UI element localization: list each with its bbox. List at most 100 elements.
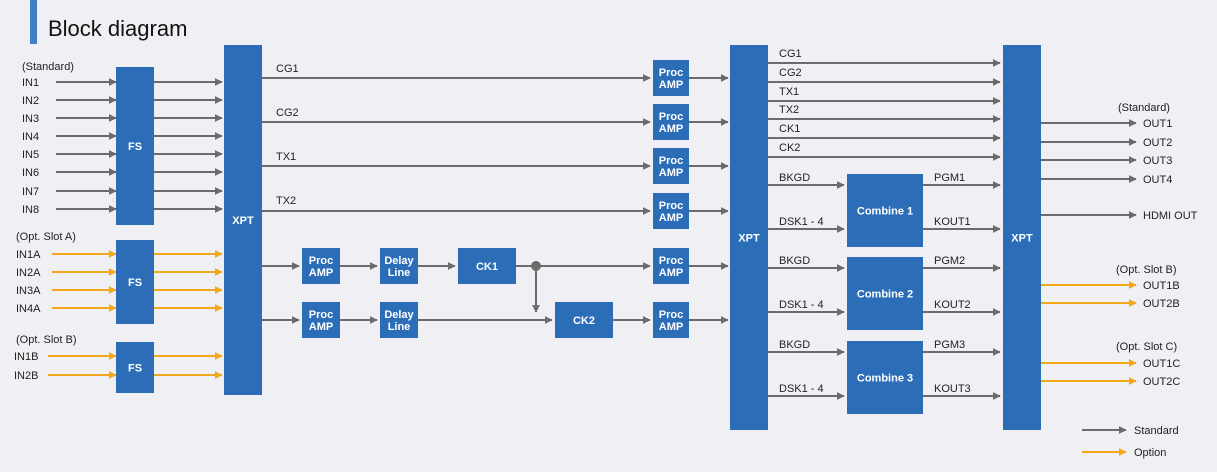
signal-label: DSK1 - 4: [779, 299, 824, 311]
signal-label: KOUT1: [934, 216, 971, 228]
output-label-slot-b: OUT1B: [1143, 280, 1180, 292]
signal-label: PGM1: [934, 172, 965, 184]
input-label: IN3: [22, 113, 39, 125]
ck2-block-label: CK2: [573, 315, 595, 327]
proc-amp-block: [653, 248, 689, 284]
signal-label: TX2: [779, 104, 799, 116]
proc-amp-block-label: AMP: [659, 321, 683, 333]
delay-line-block: [380, 302, 418, 338]
input-label: IN2: [22, 95, 39, 107]
combine-block-label: Combine 2: [857, 289, 913, 301]
proc-amp-block: [653, 60, 689, 96]
proc-amp-block: [653, 148, 689, 184]
proc-amp-block-label: AMP: [309, 321, 333, 333]
combine-block: [847, 174, 923, 247]
input-label-slot-a: IN1A: [16, 249, 41, 261]
proc-amp-block: [302, 302, 340, 338]
proc-amp-block-label: AMP: [659, 79, 683, 91]
output-slot-b-header: (Opt. Slot B): [1116, 264, 1177, 276]
xpt-output: [1003, 45, 1041, 430]
input-label: IN5: [22, 149, 39, 161]
signal-label: PGM2: [934, 255, 965, 267]
ck1-block: [458, 248, 516, 284]
ck1-block-label: CK1: [476, 261, 498, 273]
page-title: Block diagram: [48, 16, 188, 41]
title-accent-bar: [30, 0, 37, 44]
signal-label: CG1: [779, 48, 802, 60]
output-label-hdmi: HDMI OUT: [1143, 210, 1198, 222]
proc-amp-block-label: Proc: [309, 309, 333, 321]
output-label: OUT2: [1143, 137, 1172, 149]
delay-line-block-label: Line: [388, 321, 411, 333]
fs-block-slot-b-label: FS: [128, 363, 142, 375]
output-standard-header: (Standard): [1118, 102, 1170, 114]
input-standard-header: (Standard): [22, 61, 74, 73]
proc-amp-block-label: AMP: [659, 123, 683, 135]
proc-amp-block-label: Proc: [659, 309, 683, 321]
proc-amp-block: [653, 193, 689, 229]
xpt-middle: [730, 45, 768, 430]
signal-label: CK2: [779, 142, 800, 154]
input-label: IN1: [22, 77, 39, 89]
signal-label: CG2: [779, 67, 802, 79]
output-label: OUT1: [1143, 118, 1172, 130]
input-label: IN8: [22, 204, 39, 216]
signal-label: TX1: [276, 151, 296, 163]
proc-amp-block-label: Proc: [309, 255, 333, 267]
delay-line-block-label: Delay: [384, 309, 414, 321]
output-label-slot-b: OUT2B: [1143, 298, 1180, 310]
input-label-slot-a: IN4A: [16, 303, 41, 315]
proc-amp-block-label: AMP: [659, 167, 683, 179]
legend-option-label: Option: [1134, 447, 1166, 459]
xpt-input-label: XPT: [232, 215, 254, 227]
signal-label: TX1: [779, 86, 799, 98]
proc-amp-block: [302, 248, 340, 284]
xpt-output-label: XPT: [1011, 233, 1033, 245]
signal-label: BKGD: [779, 339, 810, 351]
signal-label: BKGD: [779, 172, 810, 184]
proc-amp-block-label: Proc: [659, 111, 683, 123]
input-label-slot-b: IN2B: [14, 370, 38, 382]
signal-label: CK1: [779, 123, 800, 135]
fs-block-slot-a-label: FS: [128, 277, 142, 289]
signal-label: DSK1 - 4: [779, 383, 824, 395]
signal-label: PGM3: [934, 339, 965, 351]
input-label-slot-b: IN1B: [14, 351, 38, 363]
input-label-slot-a: IN3A: [16, 285, 41, 297]
legend-standard-label: Standard: [1134, 425, 1179, 437]
signal-label: BKGD: [779, 255, 810, 267]
input-slot-a-header: (Opt. Slot A): [16, 231, 76, 243]
proc-amp-block-label: Proc: [659, 155, 683, 167]
proc-amp-block-label: AMP: [659, 212, 683, 224]
signal-label: CG2: [276, 107, 299, 119]
delay-line-block: [380, 248, 418, 284]
fs-block-standard: [116, 67, 154, 225]
fs-block-standard-label: FS: [128, 141, 142, 153]
proc-amp-block: [653, 302, 689, 338]
proc-amp-block-label: Proc: [659, 255, 683, 267]
signal-label: DSK1 - 4: [779, 216, 824, 228]
combine-block: [847, 341, 923, 414]
output-label: OUT4: [1143, 174, 1172, 186]
combine-block-label: Combine 3: [857, 373, 913, 385]
fs-block-slot-b: [116, 342, 154, 393]
ck2-block: [555, 302, 613, 338]
input-label: IN6: [22, 167, 39, 179]
fs-block-slot-a: [116, 240, 154, 324]
proc-amp-block-label: AMP: [309, 267, 333, 279]
input-label: IN7: [22, 186, 39, 198]
delay-line-block-label: Line: [388, 267, 411, 279]
input-label-slot-a: IN2A: [16, 267, 41, 279]
output-slot-c-header: (Opt. Slot C): [1116, 341, 1177, 353]
signal-label: TX2: [276, 195, 296, 207]
output-label: OUT3: [1143, 155, 1172, 167]
proc-amp-block-label: Proc: [659, 67, 683, 79]
signal-label: CG1: [276, 63, 299, 75]
combine-block-label: Combine 1: [857, 206, 913, 218]
output-label-slot-c: OUT1C: [1143, 358, 1180, 370]
proc-amp-block-label: AMP: [659, 267, 683, 279]
output-label-slot-c: OUT2C: [1143, 376, 1180, 388]
signal-label: KOUT2: [934, 299, 971, 311]
